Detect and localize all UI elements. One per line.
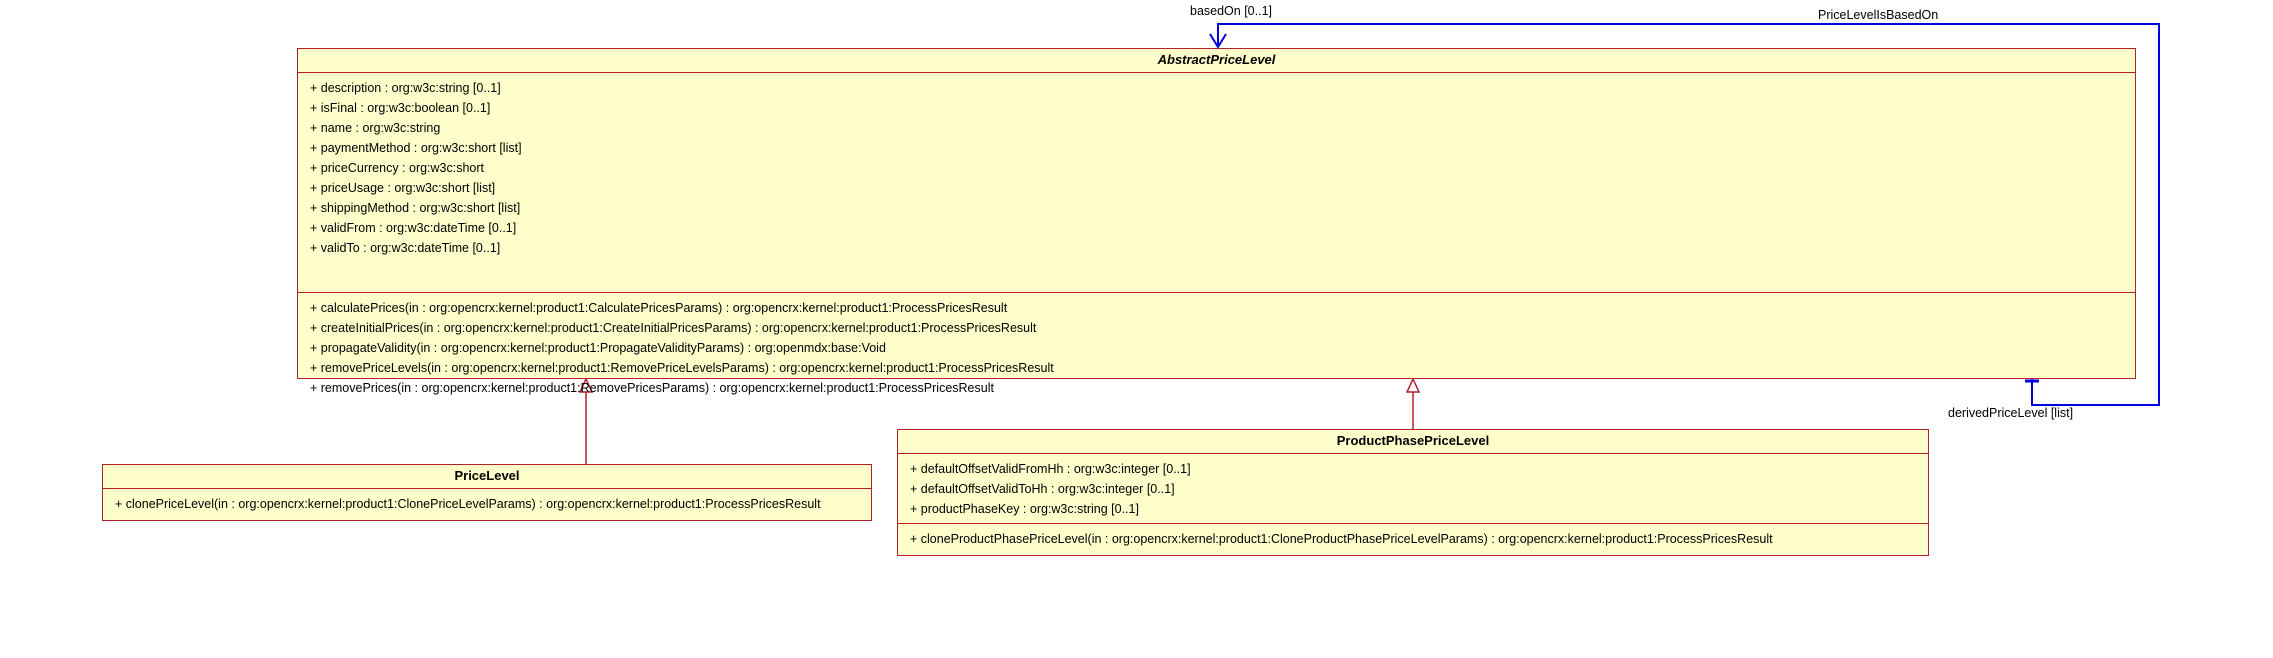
class-title: PriceLevel xyxy=(103,465,871,489)
operation: + createInitialPrices(in : org:opencrx:k… xyxy=(310,321,1037,335)
association-arrowhead xyxy=(1209,33,1227,49)
operation: + removePriceLevels(in : org:opencrx:ker… xyxy=(310,361,1054,375)
operations-compartment: + calculatePrices(in : org:opencrx:kerne… xyxy=(298,293,2135,404)
attribute: + defaultOffsetValidToHh : org:w3c:integ… xyxy=(910,482,1175,496)
association-name-label: PriceLevelIsBasedOn xyxy=(1818,8,1939,22)
class-title: AbstractPriceLevel xyxy=(298,49,2135,73)
association-line xyxy=(1217,23,2160,406)
attributes-compartment: + defaultOffsetValidFromHh : org:w3c:int… xyxy=(898,454,1928,524)
attribute: + shippingMethod : org:w3c:short [list] xyxy=(310,201,521,215)
operations-compartment: + clonePriceLevel(in : org:opencrx:kerne… xyxy=(103,489,871,520)
association-end-basedon-label: basedOn [0..1] xyxy=(1190,4,1273,18)
operation: + removePrices(in : org:opencrx:kernel:p… xyxy=(310,381,994,395)
attributes-compartment: + description : org:w3c:string [0..1] + … xyxy=(298,73,2135,293)
class-productphasepricelevel[interactable]: ProductPhasePriceLevel + defaultOffsetVa… xyxy=(897,429,1929,556)
attribute: + priceUsage : org:w3c:short [list] xyxy=(310,181,496,195)
attribute: + priceCurrency : org:w3c:short xyxy=(310,161,485,175)
class-pricelevel[interactable]: PriceLevel + clonePriceLevel(in : org:op… xyxy=(102,464,872,521)
association-end-derived-label: derivedPriceLevel [list] xyxy=(1948,406,2074,420)
class-abstractpricelevel[interactable]: AbstractPriceLevel + description : org:w… xyxy=(297,48,2136,395)
attribute: + isFinal : org:w3c:boolean [0..1] xyxy=(310,101,491,115)
operation: + propagateValidity(in : org:opencrx:ker… xyxy=(310,341,886,355)
operation: + cloneProductPhasePriceLevel(in : org:o… xyxy=(910,532,1773,546)
operation: + calculatePrices(in : org:opencrx:kerne… xyxy=(310,301,1008,315)
generalization-arrowhead-productphasepricelevel xyxy=(1405,377,1421,393)
attribute: + paymentMethod : org:w3c:short [list] xyxy=(310,141,522,155)
attribute: + defaultOffsetValidFromHh : org:w3c:int… xyxy=(910,462,1191,476)
class-title: ProductPhasePriceLevel xyxy=(898,430,1928,454)
attribute: + description : org:w3c:string [0..1] xyxy=(310,81,501,95)
attribute: + validTo : org:w3c:dateTime [0..1] xyxy=(310,241,501,255)
attribute: + validFrom : org:w3c:dateTime [0..1] xyxy=(310,221,517,235)
operation: + clonePriceLevel(in : org:opencrx:kerne… xyxy=(115,497,821,511)
attribute: + productPhaseKey : org:w3c:string [0..1… xyxy=(910,502,1139,516)
attribute: + name : org:w3c:string xyxy=(310,121,441,135)
operations-compartment: + cloneProductPhasePriceLevel(in : org:o… xyxy=(898,524,1928,555)
generalization-arrowhead-pricelevel xyxy=(578,377,594,393)
